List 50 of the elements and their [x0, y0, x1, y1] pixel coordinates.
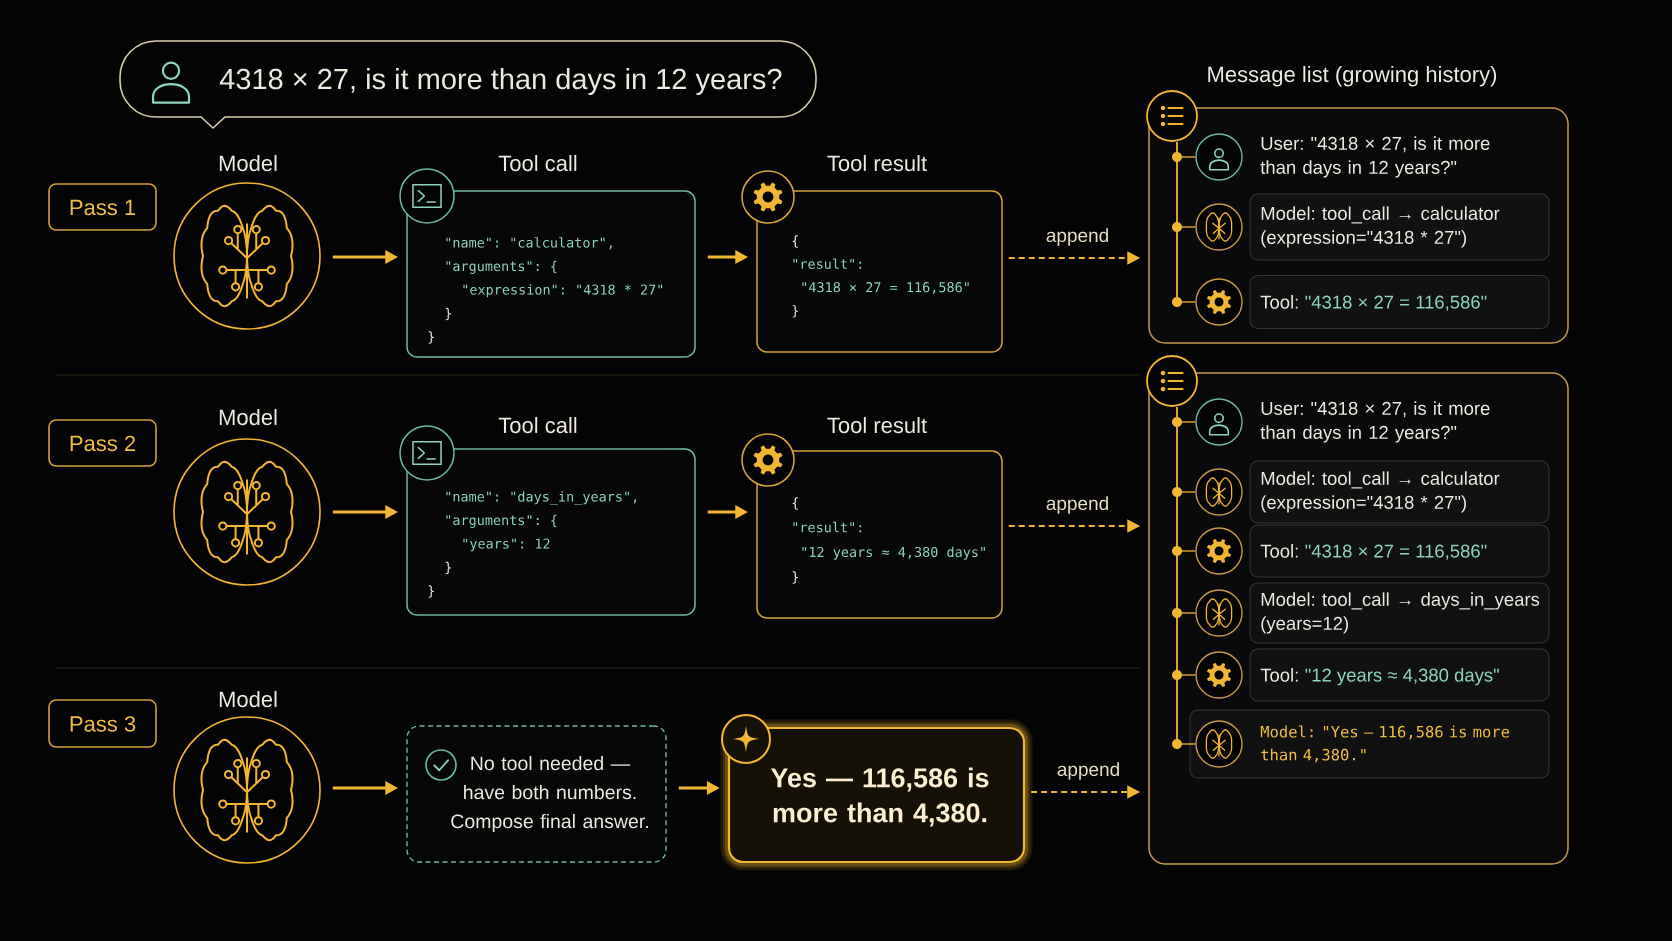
- pass-badge: Pass 2: [48, 419, 157, 467]
- message-card: Model: tool_call → calculator (expression="4318 * 27"): [1249, 460, 1550, 524]
- node-label: {: [792, 497, 798, 510]
- note-box: No tool needed — have both numbers. Compose final answer.: [406, 725, 667, 863]
- message-text: User: "4318 × 27, is it more than days in 12 years?": [1260, 401, 1490, 443]
- heading: Model: [219, 154, 277, 172]
- message-card: Tool: "4318 × 27 = 116,586": [1249, 275, 1550, 329]
- heading: Message list (growing history): [1208, 65, 1497, 87]
- node-label: "years": 12: [463, 538, 550, 552]
- message-card: Tool: "12 years ≈ 4,380 days": [1249, 648, 1550, 702]
- node-label: "name": "days_in_years",: [446, 491, 637, 505]
- node-label: "result":: [793, 521, 862, 533]
- node-label: "12 years ≈ 4,380 days": [802, 546, 985, 560]
- answer-box: Yes — 116,586 is more than 4,380.: [720, 719, 1033, 871]
- node-label: "expression": "4318 * 27": [463, 284, 663, 298]
- node-label: }: [792, 305, 798, 318]
- node-label: }: [445, 307, 451, 321]
- speech-bubble: 4318 × 27, is it more than days in 12 years?: [119, 40, 817, 129]
- node-label: "result":: [793, 258, 862, 269]
- node-label: }: [445, 561, 451, 575]
- code-box: "name": "days_in_years", "arguments": { "years": 12 } }: [406, 448, 696, 616]
- timeline: [1172, 142, 1182, 307]
- pass-badge: Pass 3: [48, 699, 157, 748]
- node-label: }: [428, 331, 434, 344]
- heading: Model: [219, 408, 277, 426]
- heading: Tool result: [827, 416, 927, 434]
- message-card: Model: tool_call → days_in_years (years=12): [1249, 582, 1550, 644]
- node-label: "4318 × 27 = 116,586": [802, 282, 969, 294]
- code-box: { "result": "4318 × 27 = 116,586" }: [756, 190, 1003, 353]
- node-label: }: [428, 585, 434, 598]
- code-box: { "result": "12 years ≈ 4,380 days" }: [756, 450, 1003, 619]
- pass-badge: Pass 1: [48, 183, 157, 231]
- message-text: User: "4318 × 27, is it more than days in 12 years?": [1260, 136, 1490, 178]
- code-box: "name": "calculator", "arguments": { "expression": "4318 * 27" } }: [406, 190, 696, 358]
- edge-label: append: [1043, 226, 1112, 248]
- node-label: "arguments": {: [446, 514, 557, 528]
- heading: Tool call: [498, 154, 577, 172]
- message-card: Model: "Yes — 116,586 is more than 4,380.": [1189, 709, 1550, 779]
- message-card: Tool: "4318 × 27 = 116,586": [1249, 524, 1550, 578]
- heading: Tool result: [827, 154, 927, 172]
- edge-label: append: [1043, 494, 1112, 516]
- node-label: }: [792, 571, 798, 584]
- node-label: "name": "calculator",: [446, 237, 612, 250]
- node-label: {: [792, 235, 798, 248]
- heading: Model: [219, 690, 277, 708]
- edge-label: append: [1054, 760, 1123, 782]
- timeline: [1172, 407, 1182, 749]
- node-label: "arguments": {: [446, 260, 557, 274]
- message-card: Model: tool_call → calculator (expression="4318 * 27"): [1249, 193, 1550, 261]
- heading: Tool call: [498, 416, 577, 434]
